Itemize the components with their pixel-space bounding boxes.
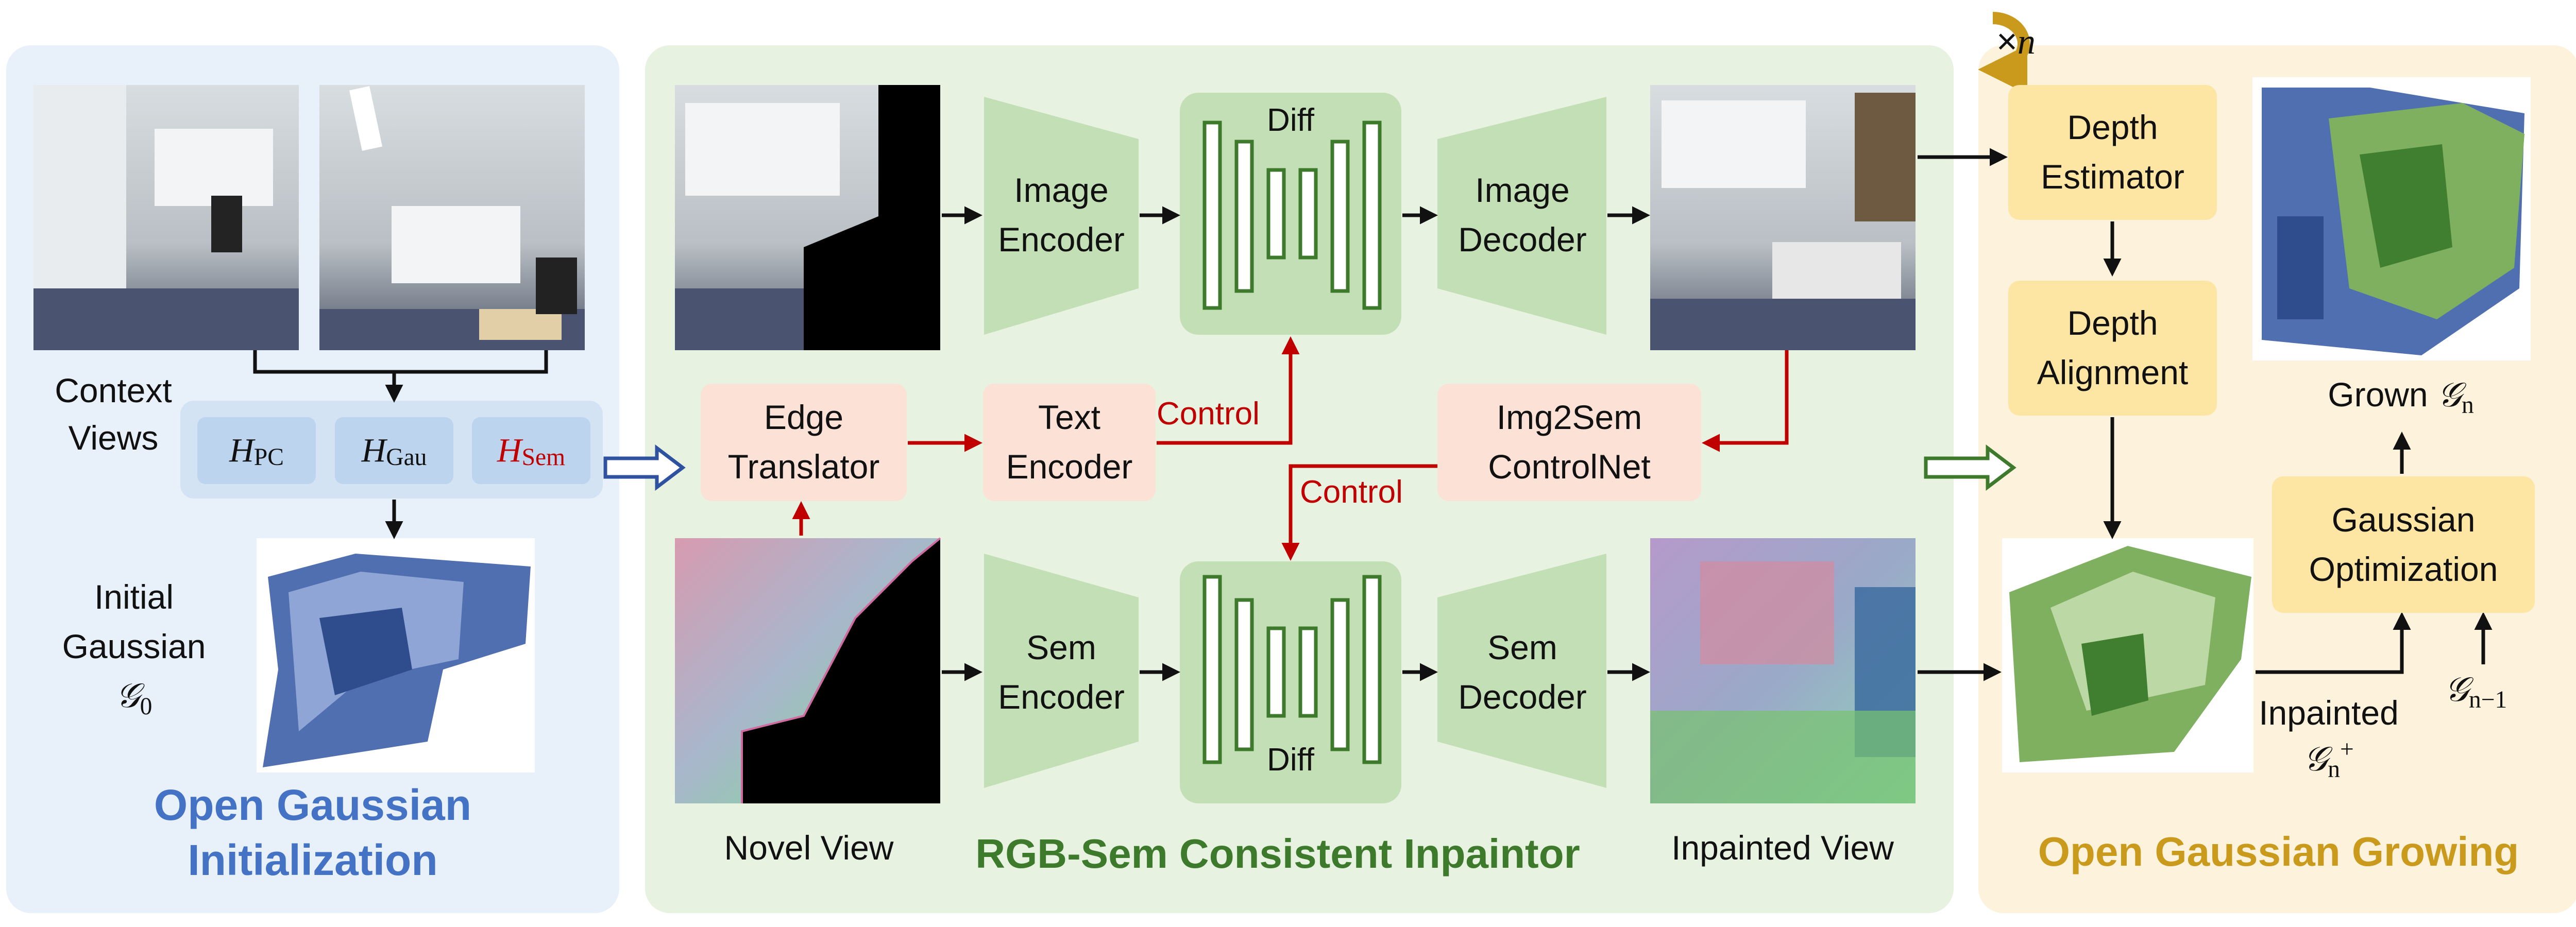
initial-gaussian-image [257,538,535,772]
sem-encoder-label: Sem Encoder [998,628,1125,716]
growing-title: Open Gaussian Growing [2038,829,2519,874]
inpainted-view-label: Inpainted View [1671,829,1894,867]
initial-gaussian-label: Initial Gaussian 𝒢0 [62,578,206,720]
arrow-inpainted-to-img2sem [1702,350,1789,452]
loop-arrow [1978,12,2030,94]
diff-block-top [1180,93,1401,335]
loop-count-label: ×n [1996,21,2036,62]
context-view-image-1 [33,85,299,350]
sem-decoder-label: Sem Decoder [1458,628,1587,716]
image-encoder-label: Image Encoder [998,171,1125,259]
hollow-arrow-grow [1924,444,2016,491]
context-view-image-2 [319,85,585,350]
inpainted-gaussian-label: Inpainted 𝒢n+ [2259,694,2399,783]
diff-top-label: Diff [1267,102,1314,138]
control-label-bottom: Control [1300,474,1403,510]
novel-view-label: Novel View [724,829,894,867]
image-decoder-shape [1437,97,1606,335]
inpainted-view-image [1650,85,1916,350]
context-views-label: Context Views [55,371,172,457]
control-label-top: Control [1157,396,1260,432]
image-encoder-shape [984,97,1139,335]
hollow-arrow-init [603,444,686,491]
inpaintor-title: RGB-Sem Consistent Inpaintor [975,831,1580,877]
init-title: Open Gaussian Initialization [154,781,472,884]
diff-bottom-label: Diff [1267,742,1314,778]
grown-gaussian-label: Grown 𝒢n [2328,375,2474,419]
arrow-img2sem-to-diff [1281,464,1437,561]
sem-decoder-shape [1437,554,1606,788]
inpainted-semantic-image [1650,538,1916,803]
arrow-inpainted-gaussian-to-opt [2256,612,2411,674]
novel-view-semantic-image [675,537,941,803]
image-decoder-label: Image Decoder [1458,171,1587,259]
inpainted-gaussian-image [2002,538,2253,772]
arrow-context-merge [253,350,548,374]
arrow-text-to-diff [1157,336,1300,445]
sem-encoder-shape [984,554,1139,788]
novel-view-image [675,85,940,350]
diff-block-bottom [1180,561,1401,803]
grown-gaussian-image [2252,77,2531,360]
previous-gaussian-label: 𝒢n−1 [2445,671,2507,714]
